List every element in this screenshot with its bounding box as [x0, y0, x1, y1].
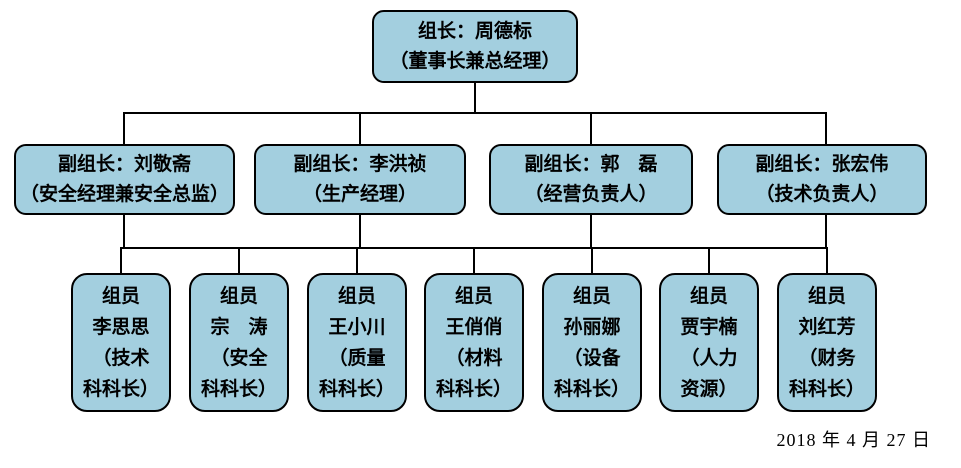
connector-line — [473, 247, 475, 275]
org-box-member-7: 组员 刘红芳 （财务 科科长） — [777, 273, 877, 412]
org-box-deputy-operations: 副组长：郭 磊 （经营负责人） — [489, 144, 693, 215]
connector-line — [359, 214, 361, 249]
connector-line — [474, 83, 476, 114]
org-box-deputy-technology: 副组长：张宏伟 （技术负责人） — [717, 144, 927, 215]
connector-line — [356, 247, 358, 275]
org-box-member-5: 组员 孙丽娜 （设备 科科长） — [542, 273, 642, 412]
connector-line — [826, 247, 828, 275]
org-box-member-4: 组员 王俏俏 （材料 科科长） — [424, 273, 524, 412]
connector-line — [590, 112, 592, 146]
org-box-deputy-production: 副组长：李洪祯 （生产经理） — [254, 144, 466, 215]
org-box-member-2: 组员 宗 涛 （安全 科科长） — [189, 273, 289, 412]
date-label: 2018 年 4 月 27 日 — [776, 430, 931, 450]
connector-line — [123, 214, 125, 249]
connector-line — [825, 112, 827, 146]
connector-line — [123, 112, 827, 114]
connector-line — [591, 247, 593, 275]
connector-line — [708, 247, 710, 275]
connector-line — [359, 112, 361, 146]
connector-line — [238, 247, 240, 275]
org-box-member-1: 组员 李思思 （技术 科科长） — [71, 273, 171, 412]
org-box-member-6: 组员 贾宇楠 （人力 资源） — [659, 273, 759, 412]
connector-line — [120, 247, 122, 275]
org-box-deputy-safety: 副组长：刘敬斋 （安全经理兼安全总监） — [14, 144, 235, 215]
org-box-member-3: 组员 王小川 （质量 科科长） — [307, 273, 407, 412]
connector-line — [590, 214, 592, 249]
connector-line — [825, 214, 827, 249]
connector-line — [123, 112, 125, 146]
org-box-leader: 组长：周德标 （董事长兼总经理） — [372, 10, 578, 83]
